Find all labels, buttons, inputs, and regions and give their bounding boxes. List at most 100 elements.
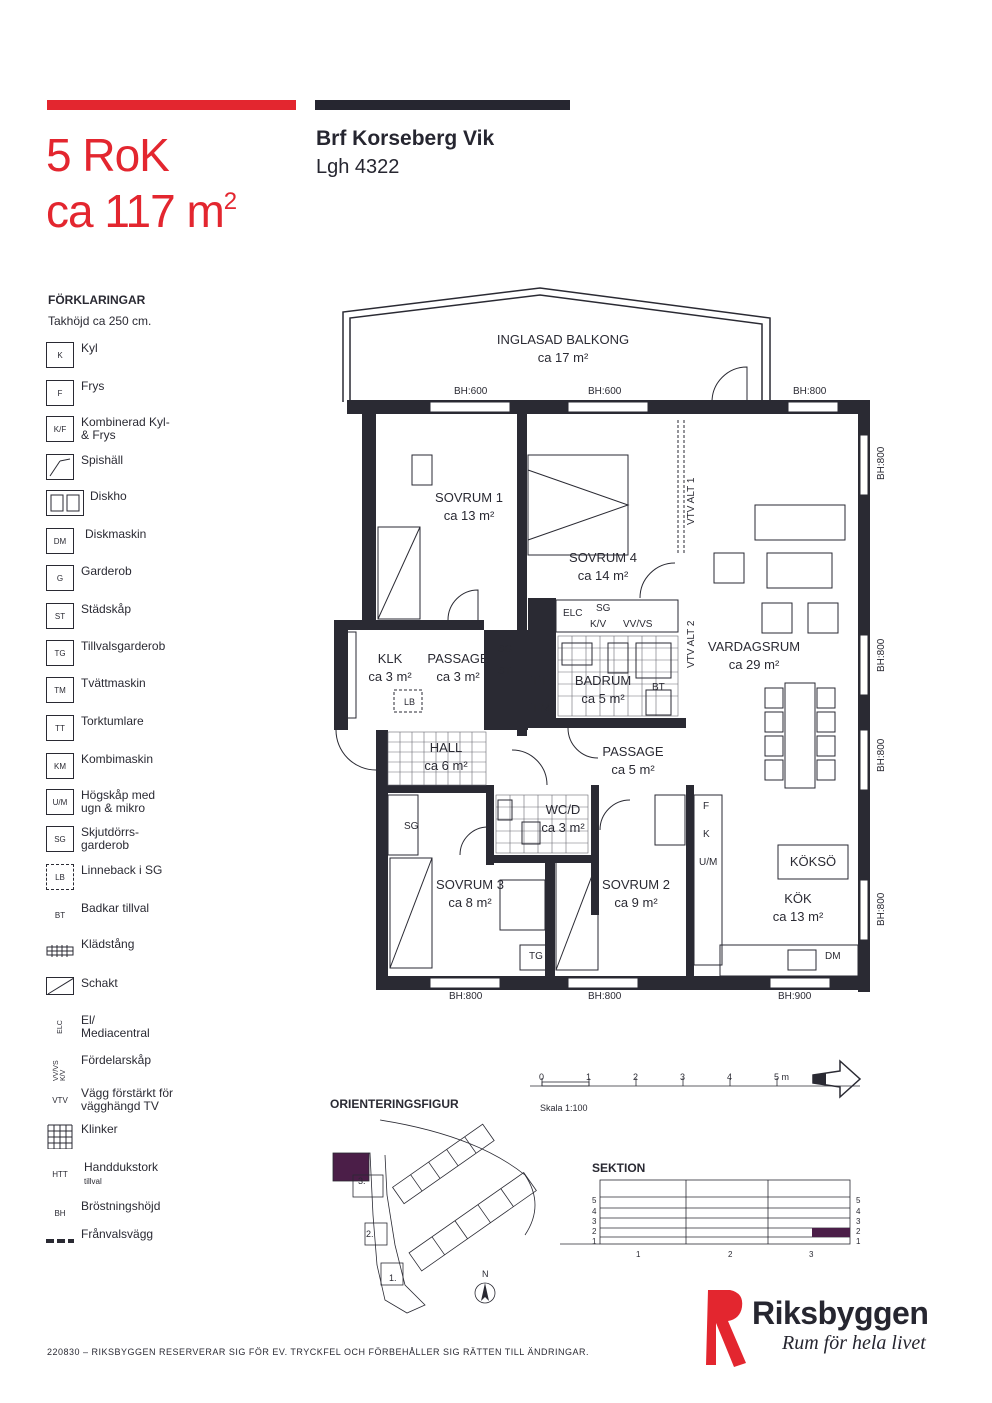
- project-name: Brf Korseberg Vik: [316, 127, 495, 150]
- footer-disclaimer: 220830 – RIKSBYGGEN RESERVERAR SIG FÖR E…: [47, 1347, 589, 1357]
- sg-mark: SG: [596, 603, 611, 614]
- bh-label: BH:800: [588, 991, 622, 1002]
- tile-icon: [46, 1123, 74, 1149]
- floor-label-left: 1: [592, 1237, 597, 1246]
- floor-label-right: 1: [856, 1237, 861, 1246]
- logo-slogan: Rum för hela livet: [782, 1332, 926, 1354]
- building-2-label: 2.: [366, 1229, 374, 1239]
- floor-label-left: 2: [592, 1227, 597, 1236]
- lb-mark: LB: [404, 697, 416, 707]
- bh-label: BH:800: [793, 386, 827, 397]
- north-label: N: [482, 1269, 489, 1279]
- room-count-title: 5 RoK: [46, 129, 170, 181]
- legend-item-spishall: Spishäll: [46, 454, 306, 484]
- legend-item-kladstang: Klädstång: [46, 938, 306, 968]
- dm-mark: DM: [825, 951, 841, 962]
- riksbyggen-logo-icon: [706, 1290, 746, 1367]
- floor-label-left: 4: [592, 1207, 597, 1216]
- elc-mark: ELC: [563, 608, 583, 619]
- sink-icon: [46, 490, 84, 516]
- apartment-number: Lgh 4322: [316, 156, 400, 178]
- bh-label: BH:900: [778, 991, 812, 1002]
- kv-mark: K/V: [590, 619, 607, 630]
- bh-label: BH:800: [876, 892, 887, 926]
- section-col-label: 2: [728, 1250, 733, 1259]
- um-mark: U/M: [699, 857, 718, 868]
- st-mark: ST: [498, 666, 511, 677]
- tt-mark: TT: [531, 672, 549, 688]
- bh-label: BH:600: [588, 386, 622, 397]
- legend-item-diskho: Diskho: [46, 490, 306, 520]
- section-title: SEKTION: [592, 1161, 646, 1175]
- building-1-label: 1.: [389, 1273, 397, 1283]
- section-diagram: [560, 1179, 851, 1245]
- k-mark: K: [703, 829, 710, 840]
- compass-arrow-icon: [812, 1059, 862, 1099]
- dark-accent-bar: [315, 100, 570, 110]
- legend-title: FÖRKLARINGAR: [48, 293, 146, 307]
- building-3-label: 3.: [358, 1176, 366, 1186]
- scale-tick: 5 m: [774, 1072, 790, 1082]
- legend-subtitle: Takhöjd ca 250 cm.: [48, 314, 152, 328]
- orientation-title: ORIENTERINGSFIGUR: [330, 1097, 459, 1111]
- bt-mark: BT: [652, 682, 665, 693]
- stove-icon: [46, 454, 74, 480]
- floor-label-right: 4: [856, 1207, 861, 1216]
- floor-label-right: 2: [856, 1227, 861, 1236]
- vtv-label: VTV ALT 2: [686, 620, 697, 668]
- f-mark: F: [703, 801, 710, 812]
- sg-mark: SG: [498, 644, 513, 655]
- red-accent-bar: [47, 100, 296, 110]
- floor-label-left: 5: [592, 1196, 597, 1205]
- optional-wall-icon: [46, 1228, 74, 1254]
- bh-label: BH:800: [876, 446, 887, 480]
- scale-tick: 1: [586, 1072, 592, 1082]
- section-col-label: 1: [636, 1250, 641, 1259]
- scale-bar: [530, 1078, 860, 1087]
- logo-wordmark: Riksbyggen: [752, 1295, 929, 1331]
- scale-tick: 0: [539, 1072, 545, 1082]
- tm-mark: TM: [531, 699, 552, 715]
- tg-mark: TG: [529, 951, 543, 962]
- scale-tick: 4: [727, 1072, 733, 1082]
- floor-label-right: 3: [856, 1217, 861, 1226]
- scale-tick: 2: [633, 1072, 639, 1082]
- floor-label-right: 5: [856, 1196, 861, 1205]
- legend-item-schakt: Schakt: [46, 977, 306, 1007]
- vvvs-mark: VV/VS: [623, 619, 653, 630]
- orientation-figure: [332, 1119, 537, 1314]
- clothes-rail-icon: [46, 938, 74, 964]
- vtv-label: VTV ALT 1: [686, 477, 697, 525]
